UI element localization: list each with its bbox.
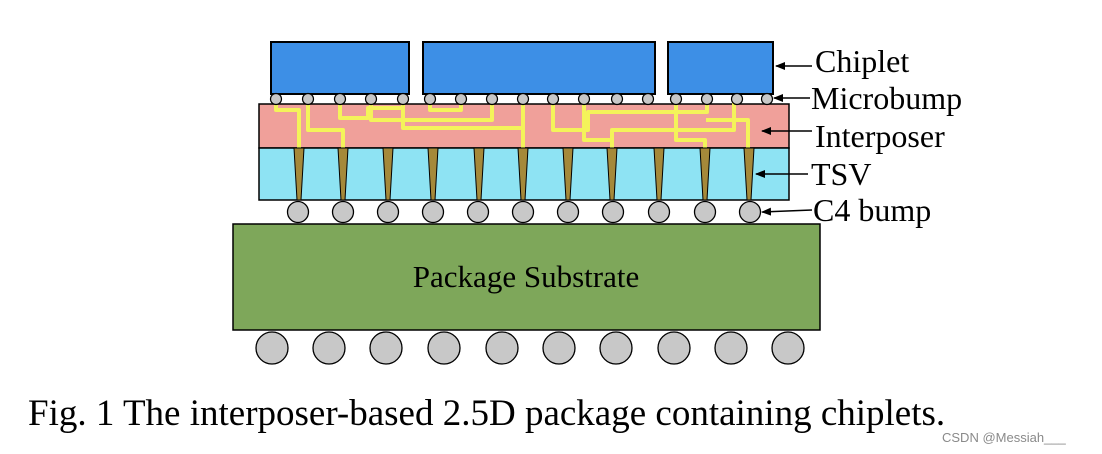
c4-bumps [286, 200, 762, 224]
watermark: CSDN @Messiah___ [942, 430, 1067, 445]
package-substrate [232, 223, 821, 331]
microbumps [269, 92, 774, 106]
tsv-4 [427, 147, 439, 201]
tsv-1 [293, 147, 305, 201]
label-arrows [755, 62, 813, 216]
tsv-5 [473, 147, 485, 201]
tsv-7 [562, 147, 574, 201]
tsv-9 [653, 147, 665, 201]
chiplet-2 [422, 41, 656, 95]
chiplet-1 [270, 41, 410, 95]
tsv-11 [743, 147, 755, 201]
tsv-6 [517, 147, 529, 201]
solder-balls [255, 331, 805, 365]
substrate-label: Package Substrate [413, 259, 639, 294]
label-c4-bump: C4 bump [813, 192, 931, 228]
tsv-3 [382, 147, 394, 201]
tsvs [293, 147, 755, 201]
label-microbump: Microbump [811, 80, 962, 116]
arrow-c4-bump [761, 207, 813, 216]
tsv-10 [699, 147, 711, 201]
label-chiplet: Chiplet [815, 43, 909, 79]
figure-caption: Fig. 1 The interposer-based 2.5D package… [28, 393, 945, 434]
tsv-2 [337, 147, 349, 201]
chiplet-3 [667, 41, 774, 95]
label-tsv: TSV [811, 156, 871, 192]
label-interposer: Interposer [815, 118, 945, 154]
chiplets [270, 41, 774, 95]
tsv-8 [606, 147, 618, 201]
